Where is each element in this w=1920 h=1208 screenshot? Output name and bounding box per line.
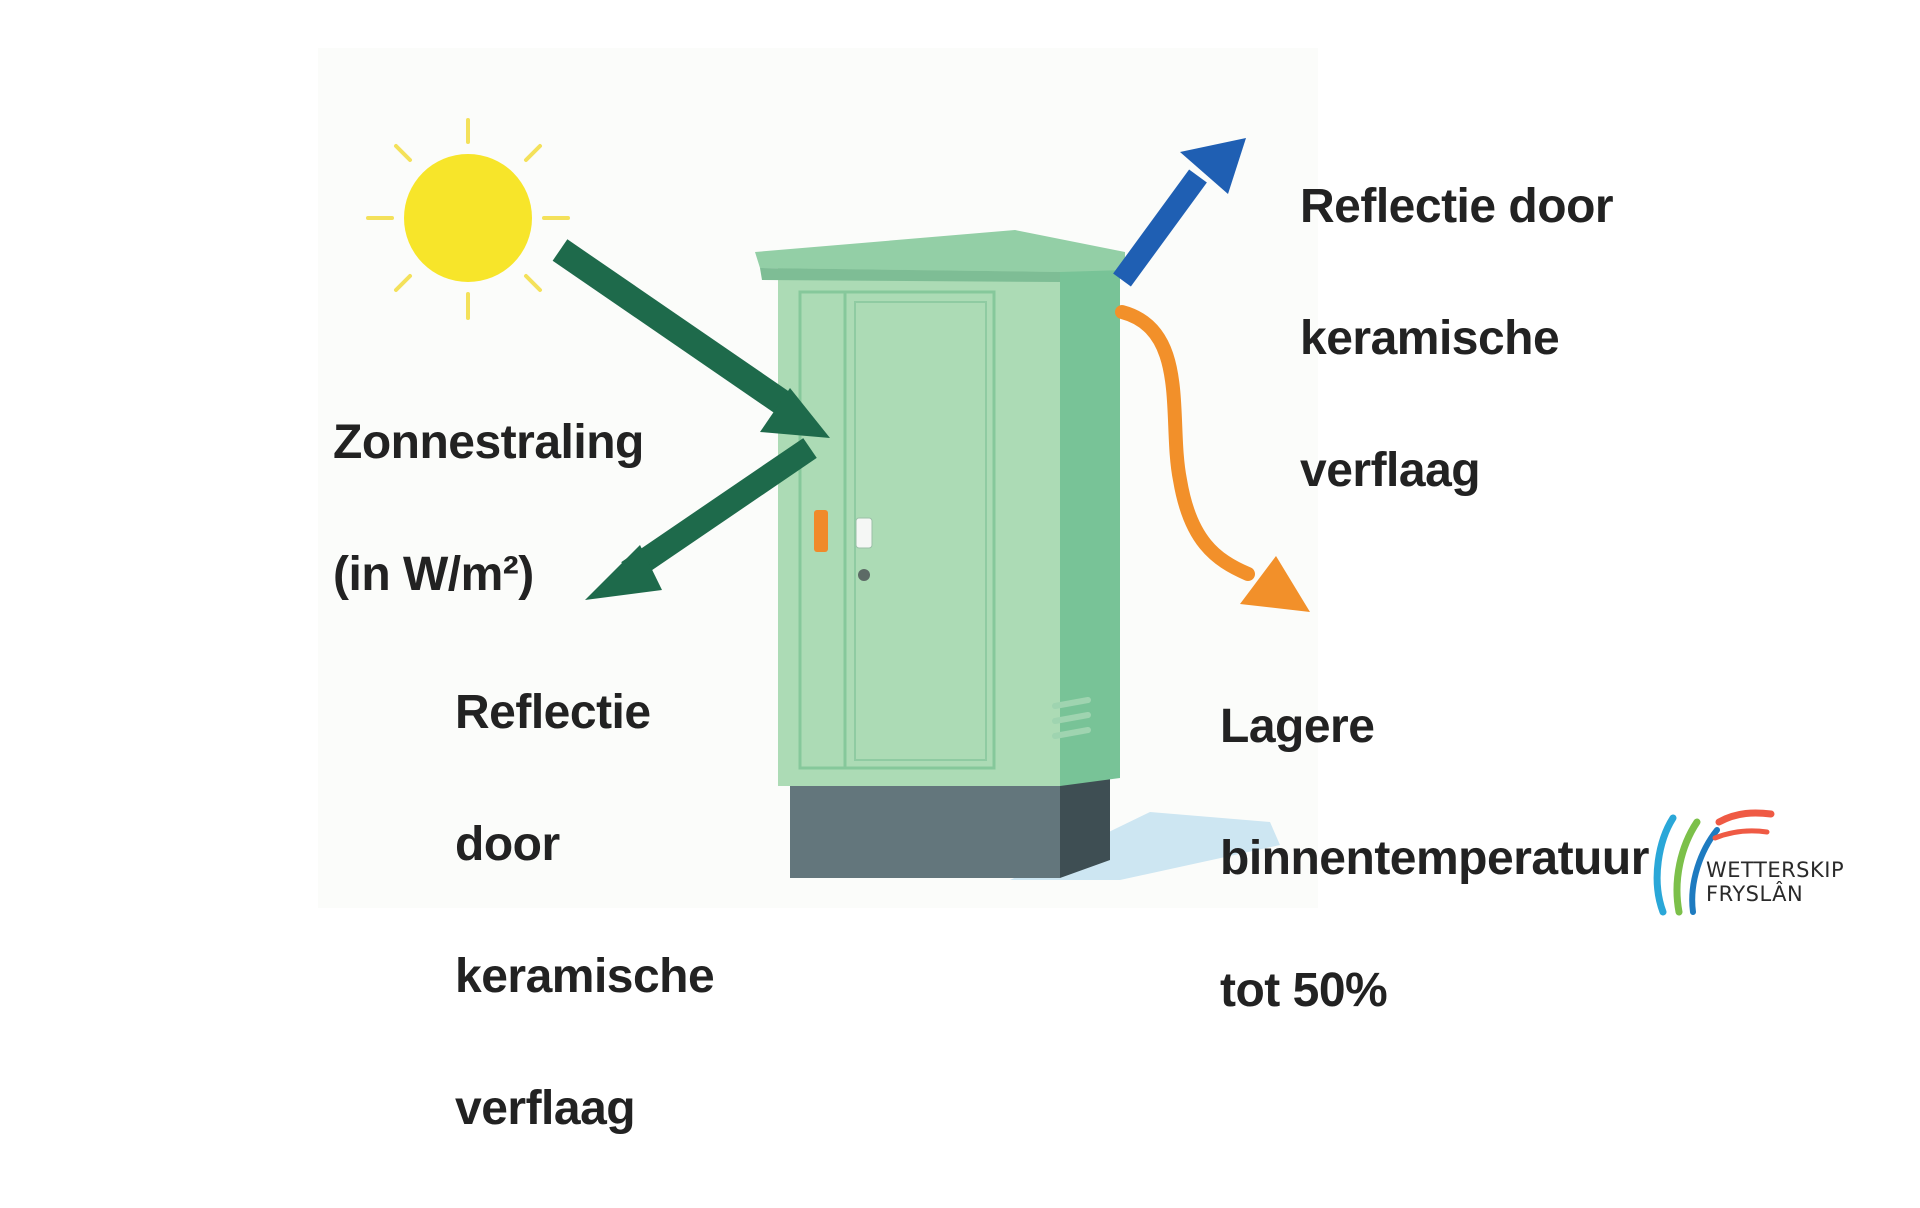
label-reflection-down: Reflectie door keramische verflaag bbox=[455, 686, 715, 1135]
arrow-incoming-radiation bbox=[552, 239, 830, 438]
cabinet-base bbox=[790, 772, 1110, 878]
cabinet-diagram bbox=[366, 118, 1310, 880]
cabinet bbox=[755, 230, 1125, 786]
vent-slots bbox=[1052, 697, 1091, 739]
arrow-reflection-up bbox=[1113, 138, 1246, 287]
arrow-reflection-down bbox=[585, 438, 817, 600]
wetterskip-logo-icon bbox=[1653, 809, 1775, 916]
cabinet-lock bbox=[855, 517, 873, 549]
label-solar-radiation: Zonnestraling (in W/m²) bbox=[333, 416, 644, 601]
cabinet-handle bbox=[814, 510, 828, 552]
wetterskip-logo-text: WETTERSKIP FRYSLÂN bbox=[1706, 858, 1845, 906]
cabinet-keyhole bbox=[858, 569, 870, 581]
label-lower-temperature: Lagere binnentemperatuur tot 50% bbox=[1220, 700, 1649, 1017]
sun-icon bbox=[366, 118, 570, 320]
label-reflection-up: Reflectie door keramische verflaag bbox=[1300, 180, 1614, 497]
arrow-lower-temperature bbox=[1115, 305, 1310, 612]
